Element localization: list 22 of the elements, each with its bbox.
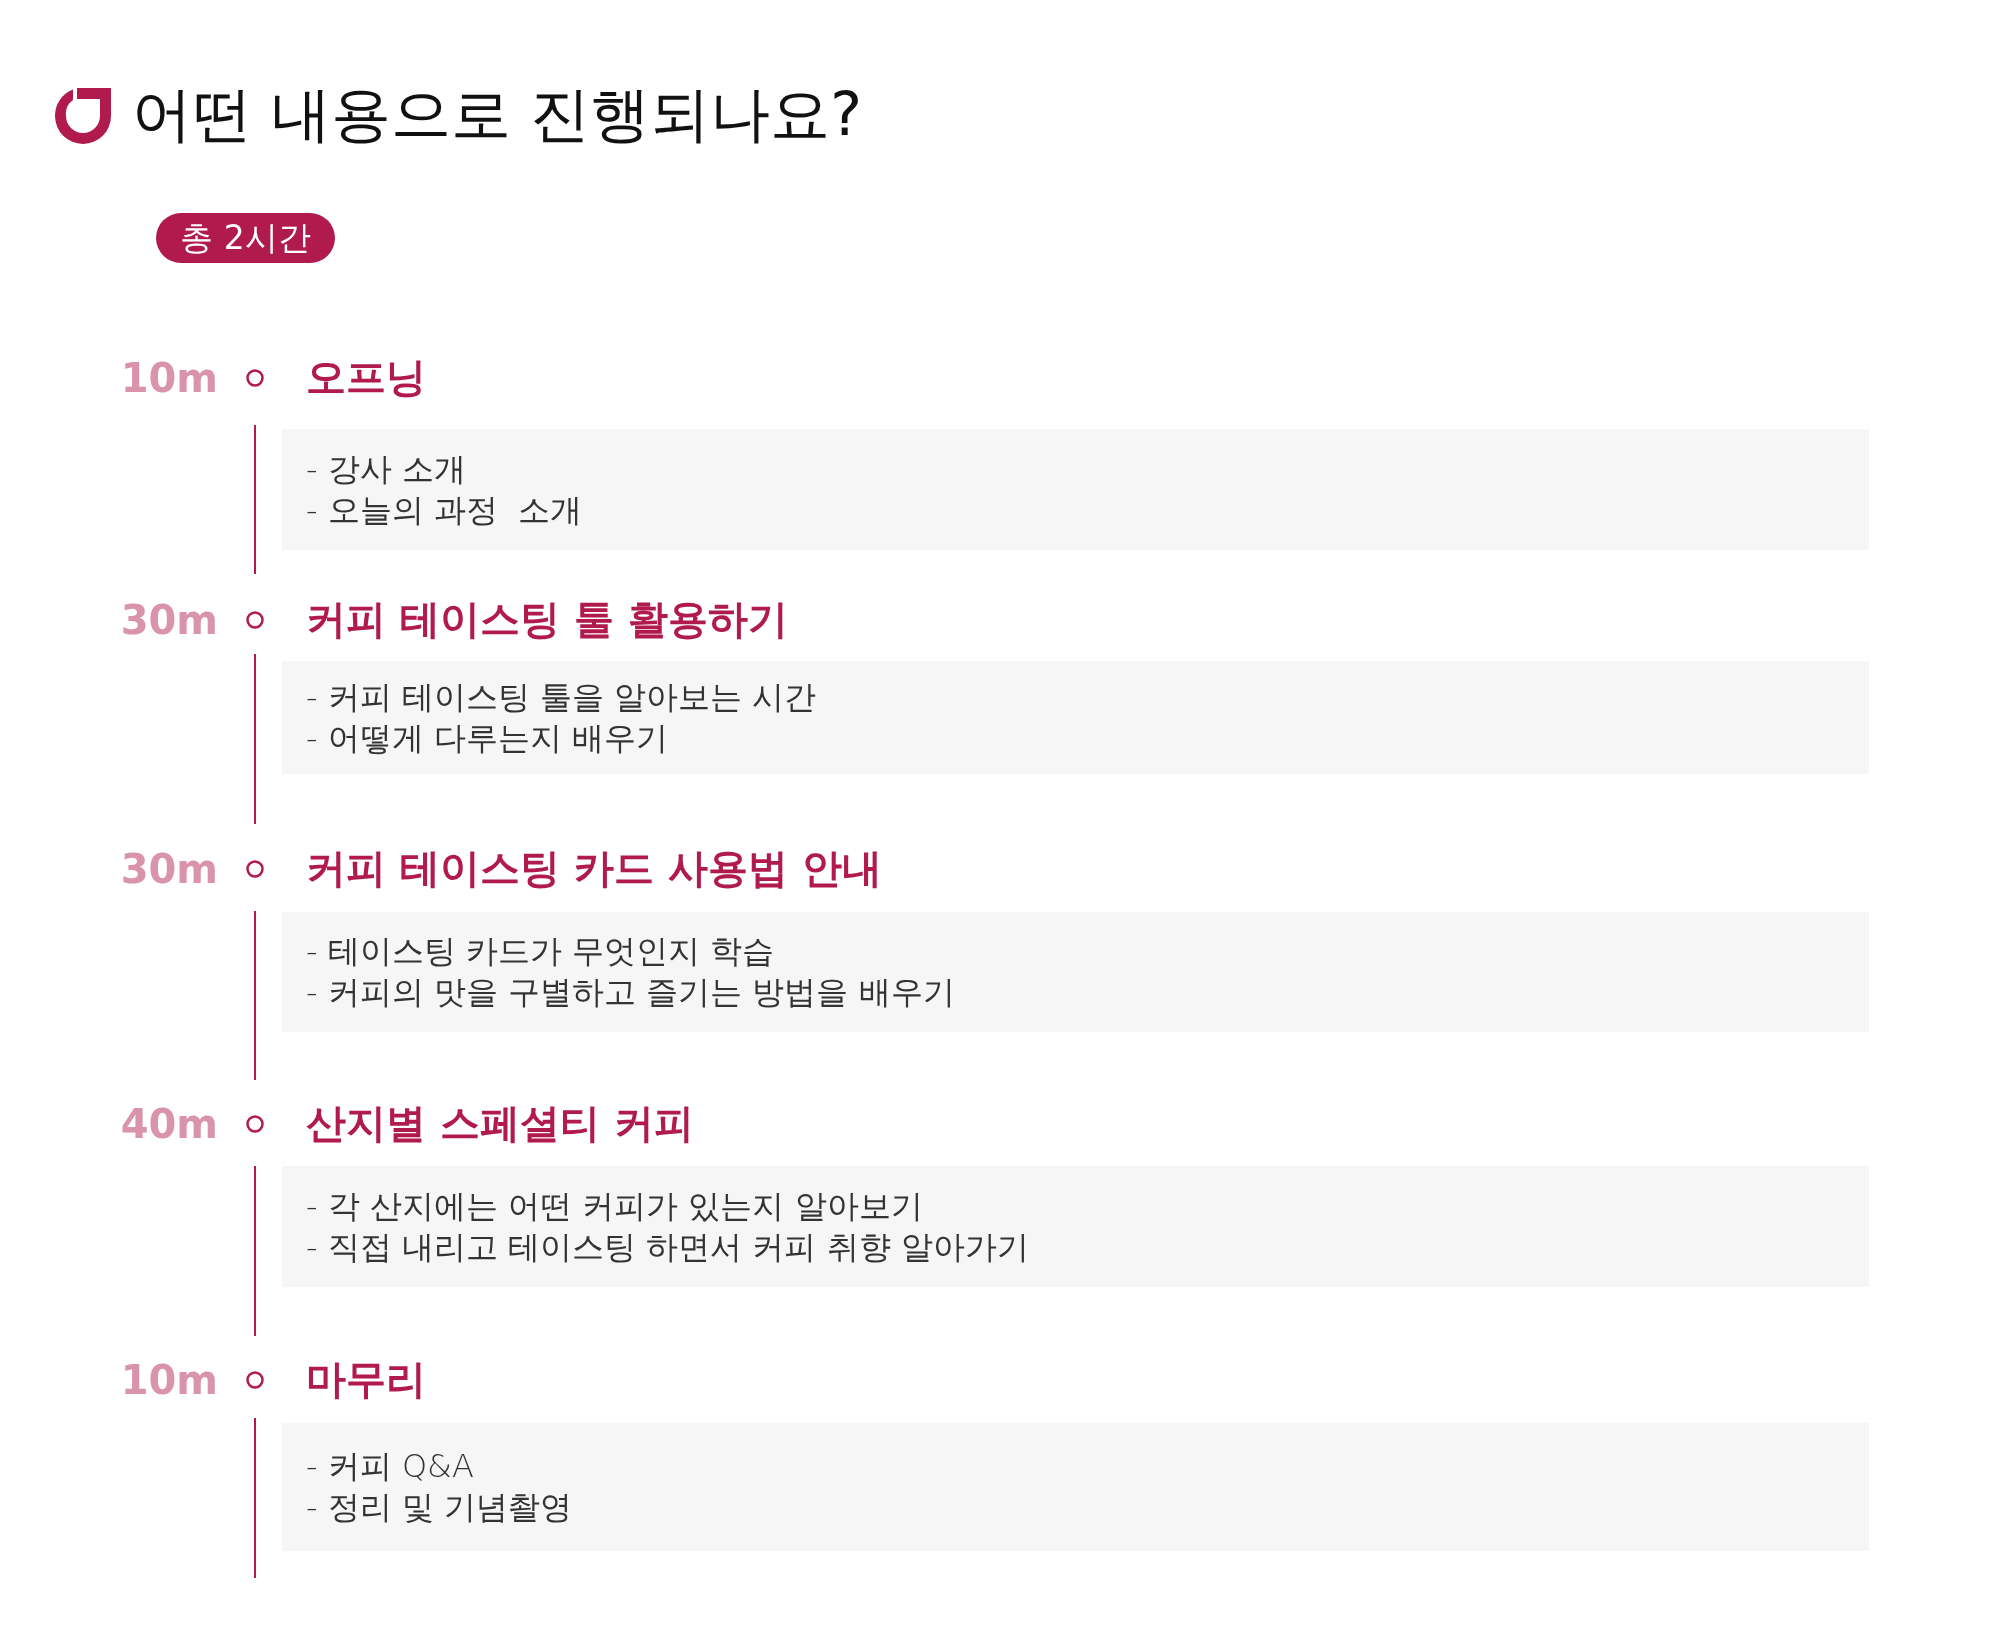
duration-label: 30m	[120, 849, 218, 889]
time-badge: 총 2시간	[156, 213, 335, 263]
session-title: 마무리	[306, 1359, 426, 1399]
list-item: - 오늘의 과정 소개	[306, 489, 583, 531]
page-title: 어떤 내용으로 진행되나요?	[132, 84, 862, 144]
session-title: 커피 테이스팅 툴 활용하기	[306, 599, 788, 639]
list-item: - 커피 Q&A	[306, 1446, 474, 1487]
duration-label: 10m	[120, 358, 218, 398]
list-item: - 정리 및 기념촬영	[306, 1487, 573, 1528]
list-item: - 커피의 맛을 구별하고 즐기는 방법을 배우기	[306, 972, 955, 1013]
list-item: - 직접 내리고 테이스팅 하면서 커피 취향 알아가기	[306, 1226, 1029, 1268]
list-item: - 어떻게 다루는지 배우기	[306, 717, 669, 759]
session-title: 오프닝	[306, 357, 426, 397]
session-title: 산지별 스페셜티 커피	[306, 1103, 694, 1143]
list-item: - 커피 테이스팅 툴을 알아보는 시간	[306, 676, 817, 718]
duration-label: 10m	[120, 1360, 218, 1400]
list-item: - 강사 소개	[306, 448, 466, 490]
session-title: 커피 테이스팅 카드 사용법 안내	[306, 848, 882, 888]
list-item: - 테이스팅 카드가 무엇인지 학습	[306, 931, 775, 972]
duration-label: 30m	[120, 600, 218, 640]
list-item: - 각 산지에는 어떤 커피가 있는지 알아보기	[306, 1185, 923, 1227]
duration-label: 40m	[120, 1104, 218, 1144]
